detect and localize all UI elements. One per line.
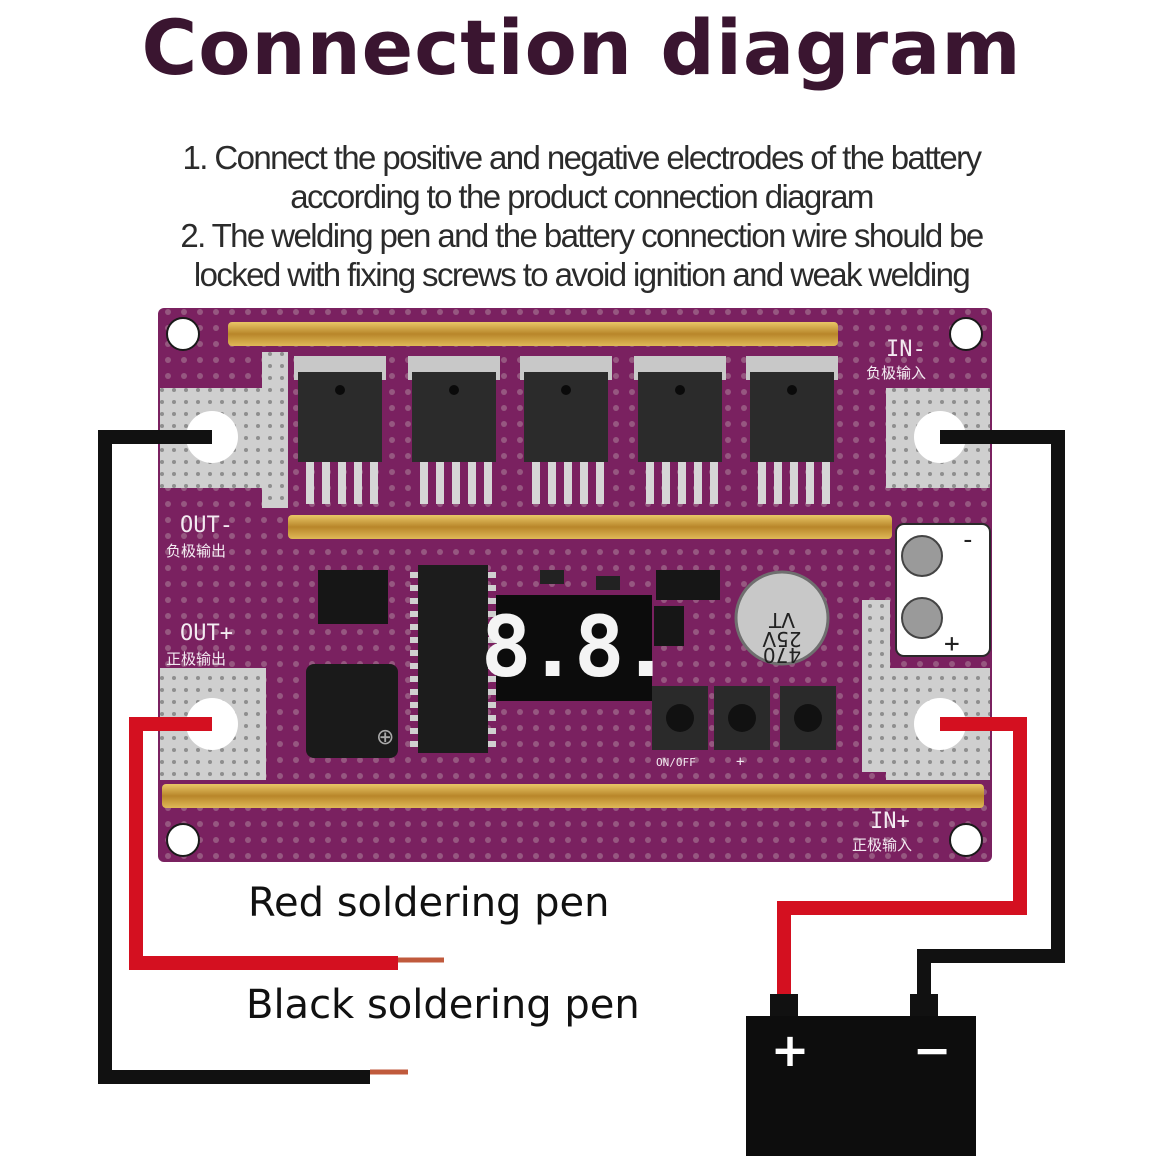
aux-plus-label: + — [944, 629, 960, 659]
wiring — [98, 430, 1065, 1084]
black-pen-wire — [98, 430, 370, 1084]
page-title: Connection diagram — [141, 3, 1022, 92]
plus-small-label: + — [736, 754, 744, 770]
battery: + − — [746, 994, 976, 1156]
cap-470-label: 470 — [763, 643, 801, 667]
electrolytic-capacitor — [734, 570, 830, 666]
in-pos-label: IN+ — [870, 809, 910, 834]
battery-pos-wire — [777, 717, 1027, 1000]
instruction-line-2: according to the product connection diag… — [290, 178, 874, 215]
copper-bar-bottom — [162, 784, 984, 808]
mosfet-3 — [520, 356, 612, 504]
mount-hole-bottom-right — [949, 823, 983, 857]
push-button-minus — [780, 686, 836, 750]
mosfet-row — [294, 356, 838, 504]
regulator-chip — [318, 570, 388, 624]
aux-minus-label: - — [960, 525, 976, 555]
cap-25v-label: 25V — [762, 627, 801, 651]
aux-terminal-pos — [901, 597, 943, 639]
battery-neg-post — [910, 994, 938, 1018]
copper-bar-top — [228, 322, 838, 346]
mount-hole-bottom-left — [166, 823, 200, 857]
out-neg-cn-label: 负极输出 — [166, 542, 226, 560]
battery-body — [746, 1016, 976, 1156]
red-pen-wire — [129, 717, 398, 970]
in-pos-cn-label: 正极输入 — [852, 836, 912, 854]
copper-bar-middle — [288, 515, 892, 539]
battery-plus-sign: + — [771, 1023, 810, 1077]
mosfet-4 — [634, 356, 726, 504]
instruction-line-1: 1. Connect the positive and negative ele… — [182, 139, 982, 176]
mosfet-5 — [746, 356, 838, 504]
mount-hole-top-left — [166, 317, 200, 351]
pcb-board: - + 8.8. VT 25V 470 ⊕ — [158, 308, 992, 862]
instruction-line-4: locked with fixing screws to avoid ignit… — [193, 256, 971, 293]
onoff-label: ON/OFF — [656, 756, 696, 769]
aux-terminal-neg — [901, 535, 943, 577]
battery-pos-post — [770, 994, 798, 1018]
in-neg-cn-label: 负极输入 — [866, 364, 926, 382]
battery-neg-wire — [917, 430, 1065, 1000]
mount-hole-top-right — [949, 317, 983, 351]
cap-vt-label: VT — [768, 608, 795, 632]
push-button-plus — [714, 686, 770, 750]
in-neg-label: IN- — [886, 337, 926, 362]
push-button-onoff — [652, 686, 708, 750]
seven-segment-display — [496, 595, 652, 701]
red-pen-label: Red soldering pen — [248, 880, 610, 926]
out-neg-label: OUT- — [180, 513, 233, 538]
main-ic — [418, 565, 488, 753]
mosfet-2 — [408, 356, 500, 504]
out-pos-label: OUT+ — [180, 621, 233, 646]
battery-minus-sign: − — [913, 1023, 952, 1077]
mosfet-1 — [294, 356, 386, 504]
out-pos-cn-label: 正极输出 — [166, 650, 226, 668]
buzzer — [306, 664, 398, 758]
instruction-line-3: 2. The welding pen and the battery conne… — [180, 217, 984, 254]
display-readout: 8.8. — [481, 598, 667, 696]
black-pen-label: Black soldering pen — [246, 982, 640, 1028]
svg-text:⊕: ⊕ — [376, 725, 394, 750]
